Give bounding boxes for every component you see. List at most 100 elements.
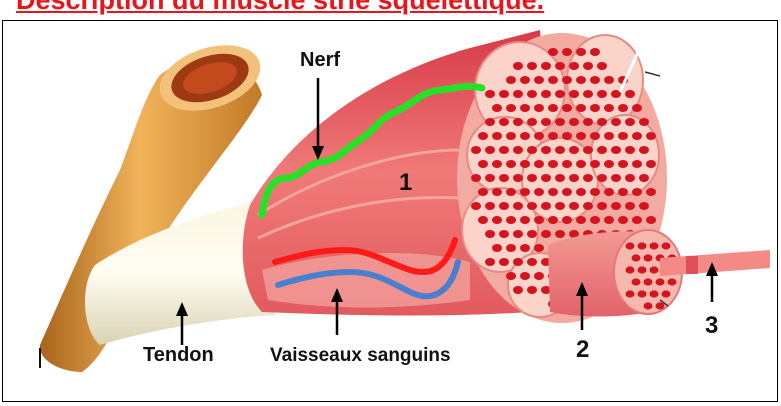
fiber-dot: [597, 62, 607, 70]
fiber-dot: [632, 160, 642, 168]
fiber-dot: [548, 104, 558, 112]
fiber-dot: [562, 132, 572, 140]
fiber-dot: [492, 104, 502, 112]
fiber-dot: [555, 230, 565, 238]
fiber-dot: [492, 188, 502, 196]
fiber-dot: [632, 104, 642, 112]
fiber-dot: [562, 104, 572, 112]
fiber-dot: [513, 118, 523, 126]
fiber-dot: [569, 174, 579, 182]
fiber-dot: [520, 216, 530, 224]
fiber-dot: [569, 118, 579, 126]
fiber-dot: [506, 132, 516, 140]
fiber-dot: [604, 160, 614, 168]
fiber-dot: [646, 216, 656, 224]
fiber-dot: [478, 188, 488, 196]
fiber-dot: [541, 202, 551, 210]
fiber-dot: [520, 132, 530, 140]
fiber-dot: [597, 118, 607, 126]
fiber-dot: [590, 216, 600, 224]
fiber-dot: [527, 258, 537, 266]
fiber-dot: [625, 118, 635, 126]
fiber-dot: [555, 62, 565, 70]
fiber-dot: [499, 174, 509, 182]
fiber-dot: [583, 202, 593, 210]
fiber-dot: [499, 146, 509, 154]
fiber-dot: [499, 258, 509, 266]
fiber-dot: [485, 90, 495, 98]
label-1: 1: [399, 169, 412, 196]
fiber-dot: [611, 174, 621, 182]
fiber-dot: [639, 118, 649, 126]
fiber-dot: [639, 202, 649, 210]
fiber-dot: [562, 76, 572, 84]
fiber-dot: [662, 290, 671, 297]
fiber-dot: [534, 188, 544, 196]
fiber-dot: [597, 202, 607, 210]
fiber-dot: [625, 174, 635, 182]
fiber-dot: [625, 202, 635, 210]
fiber-dot: [562, 48, 572, 56]
fiber-dot: [668, 278, 677, 285]
fiber-dot: [611, 146, 621, 154]
fiber-dot: [569, 62, 579, 70]
fiber-dot: [604, 104, 614, 112]
fiber-dot: [541, 90, 551, 98]
fiber-dot: [485, 230, 495, 238]
fiber-dot: [576, 216, 586, 224]
fiber-dot: [626, 290, 635, 297]
fiber-dot: [604, 132, 614, 140]
fiber-dot: [650, 266, 659, 273]
fiber-dot: [534, 244, 544, 252]
fiber-dot: [513, 202, 523, 210]
fiber-dot: [583, 146, 593, 154]
fiber-dot: [562, 216, 572, 224]
fiber-dot: [576, 76, 586, 84]
fiber-dot: [650, 242, 659, 249]
fiber-dot: [513, 174, 523, 182]
fiber-dot: [534, 132, 544, 140]
fiber-dot: [534, 160, 544, 168]
fiber-dot: [576, 188, 586, 196]
fiber-dot: [632, 132, 642, 140]
fiber-dot: [576, 132, 586, 140]
fiber-dot: [625, 146, 635, 154]
fiber-dot: [492, 132, 502, 140]
fiber-dot: [478, 160, 488, 168]
fiber-dot: [541, 174, 551, 182]
fiber-dot: [583, 118, 593, 126]
fiber-dot: [569, 202, 579, 210]
fiber-dot: [492, 244, 502, 252]
fiber-dot: [548, 48, 558, 56]
fiber-dot: [478, 132, 488, 140]
fiber-dot: [506, 188, 516, 196]
fiber-dot: [583, 62, 593, 70]
fiber-dot: [527, 174, 537, 182]
fiber-dot: [520, 160, 530, 168]
label-vaisseaux: Vaisseaux sanguins: [270, 345, 451, 366]
fiber-dot: [576, 160, 586, 168]
fiber-dot: [590, 132, 600, 140]
fiber-dot: [520, 188, 530, 196]
fiber-dot: [618, 188, 628, 196]
fiber-dot: [485, 258, 495, 266]
fiber-dot: [478, 216, 488, 224]
fiber-dot: [555, 146, 565, 154]
fiber-dot: [513, 90, 523, 98]
fiber-dot: [506, 160, 516, 168]
fiber-dot: [590, 160, 600, 168]
fiber-dot: [597, 146, 607, 154]
fiber-dot: [520, 76, 530, 84]
fiber-dot: [555, 202, 565, 210]
fiber-dot: [485, 202, 495, 210]
fiber-dot: [618, 160, 628, 168]
fiber-dot: [548, 76, 558, 84]
fiber-dot: [646, 132, 656, 140]
fiber-dot: [632, 278, 641, 285]
fiber-dot: [520, 104, 530, 112]
fiber-dot: [534, 216, 544, 224]
fiber-dot: [527, 286, 537, 294]
fiber-dot: [541, 118, 551, 126]
fiber-dot: [520, 272, 530, 280]
fiber-dot: [618, 216, 628, 224]
